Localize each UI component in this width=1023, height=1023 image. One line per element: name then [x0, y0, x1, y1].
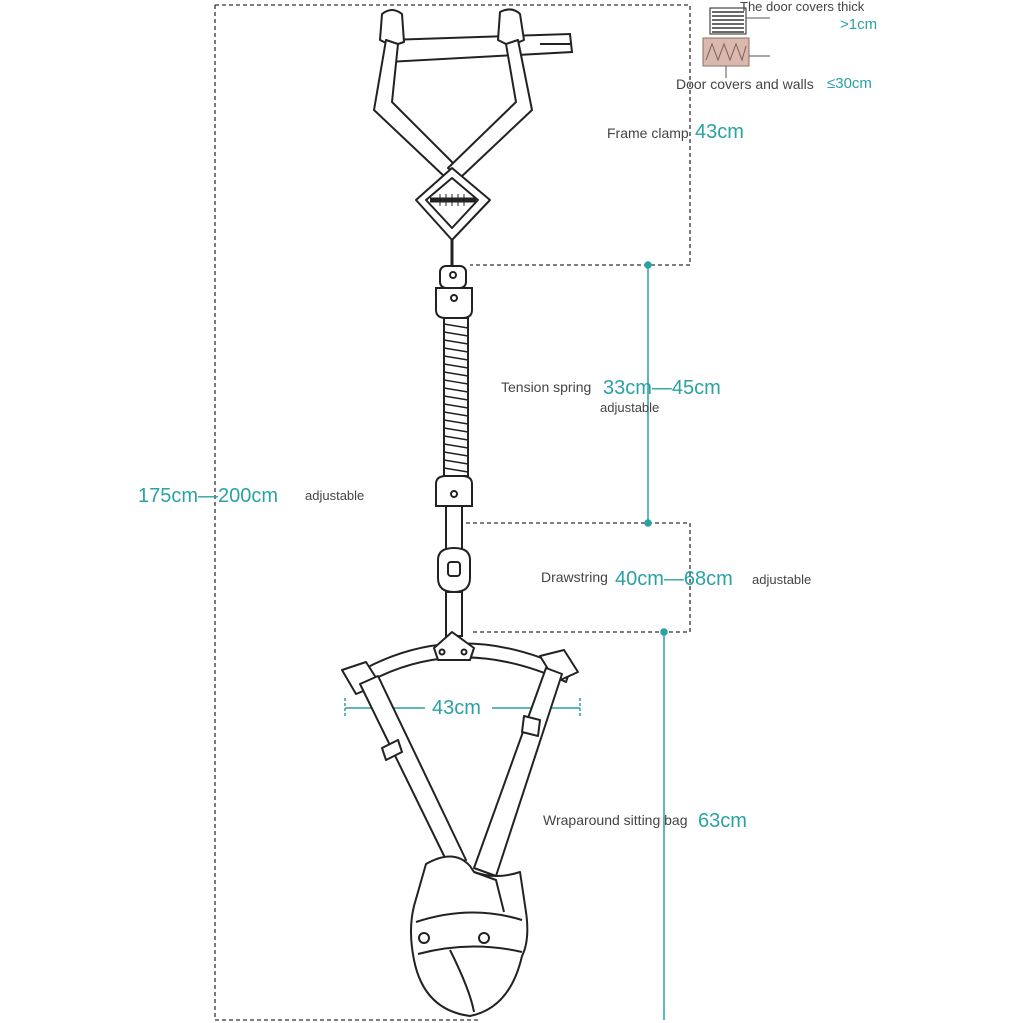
sitting-bag-label: Wraparound sitting bag: [543, 812, 688, 828]
door-cover-icons: [702, 7, 770, 78]
door-thick-value: >1cm: [840, 16, 878, 33]
drawstring-icon: [437, 505, 471, 637]
total-height-value: 175cm—200cm: [138, 485, 279, 507]
drawstring-adjustable: adjustable: [752, 572, 812, 587]
seat-dot-top: [660, 628, 668, 636]
drawstring-label: Drawstring: [541, 569, 608, 585]
frame-clamp-icon: [373, 8, 533, 268]
seat-width-value: 43cm: [432, 697, 481, 719]
total-height-bracket: [214, 5, 478, 1021]
door-walls-label: Door covers and walls: [676, 76, 814, 92]
tension-spring-icon: [435, 265, 473, 507]
spring-coils: [443, 323, 469, 473]
tension-dot-top: [644, 261, 652, 269]
door-thick-label: The door covers thick: [740, 0, 865, 14]
harness-straps-icon: [359, 667, 563, 877]
sitting-bag-icon: [410, 855, 529, 1017]
dimension-guides: [214, 4, 691, 1021]
frame-clamp-label: Frame clamp: [607, 125, 689, 141]
tension-spring-value: 33cm—45cm: [603, 377, 721, 399]
door-walls-icon: [702, 37, 750, 67]
tension-spring-label: Tension spring: [501, 379, 592, 395]
seat-arc-icon: [341, 631, 579, 695]
sitting-bag-value: 63cm: [698, 810, 747, 832]
tension-spring-adjustable: adjustable: [600, 400, 660, 415]
door-frame-bar: [387, 32, 574, 64]
drawstring-bracket: [466, 522, 691, 633]
frame-clamp-value: 43cm: [695, 121, 744, 143]
tension-dot-bottom: [644, 519, 652, 527]
drawstring-value: 40cm—68cm: [615, 568, 733, 590]
total-height-adjustable: adjustable: [305, 488, 365, 503]
frame-clamp-bracket: [215, 4, 691, 266]
door-walls-value: ≤30cm: [827, 75, 872, 92]
